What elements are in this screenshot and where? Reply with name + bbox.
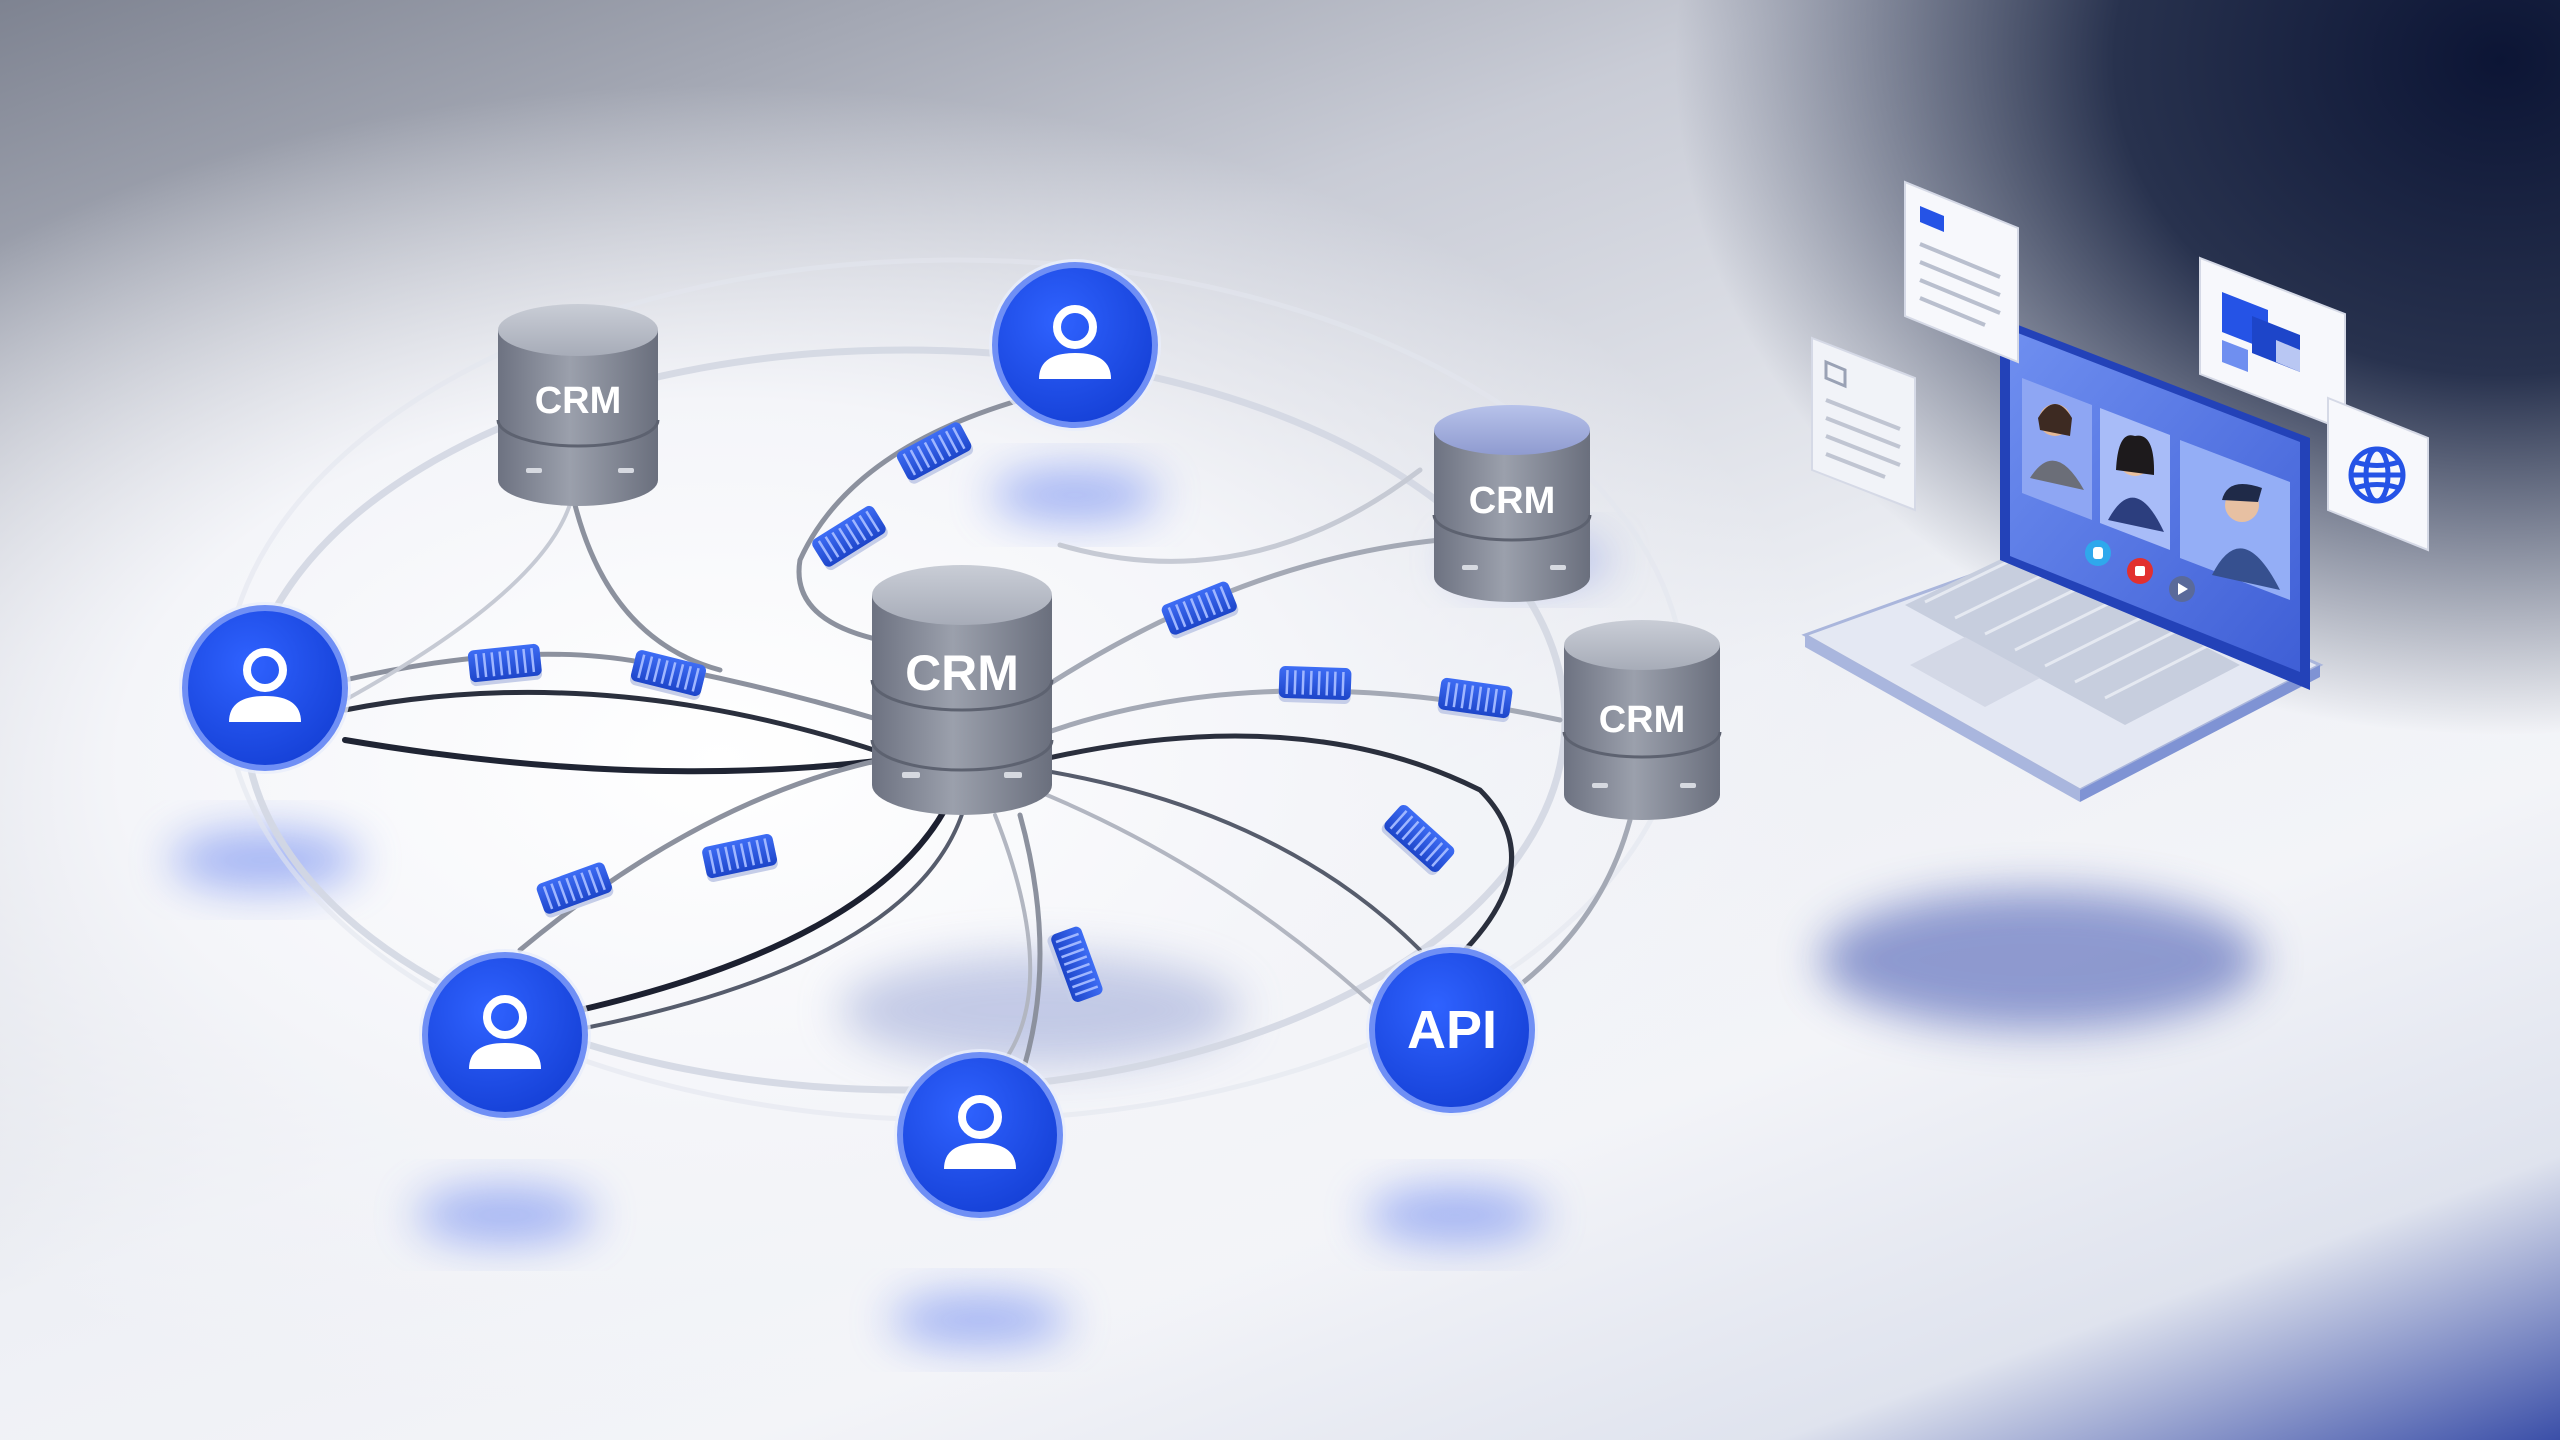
link-connector <box>1381 805 1455 875</box>
crm-label: CRM <box>1469 480 1556 522</box>
crm-label: CRM <box>905 645 1019 701</box>
participant-2 <box>2100 408 2170 550</box>
link-connector <box>1437 677 1513 723</box>
call-controls <box>2085 540 2195 602</box>
participant-3 <box>2180 440 2290 600</box>
crm-database-top-left[interactable]: CRM <box>496 304 660 506</box>
crm-label: CRM <box>535 380 622 422</box>
user-icon <box>469 995 541 1069</box>
link-connector <box>1047 926 1103 1004</box>
link-connectors <box>467 422 1513 1004</box>
user-icon <box>944 1095 1016 1169</box>
link-connector <box>1278 665 1352 705</box>
user-node-top[interactable] <box>989 259 1161 431</box>
link-connector <box>629 650 707 700</box>
crm-label: CRM <box>1599 699 1686 741</box>
participant-1 <box>2022 378 2092 520</box>
user-icon <box>229 648 301 722</box>
user-node-bottom[interactable] <box>894 1049 1066 1221</box>
user-node-left[interactable] <box>179 602 351 774</box>
crm-database-right-upper[interactable]: CRM <box>1432 405 1592 602</box>
link-connector <box>702 834 778 882</box>
crm-database-right-lower[interactable]: CRM <box>1562 620 1722 820</box>
user-icon <box>1039 305 1111 379</box>
document-card <box>1904 180 2019 364</box>
notes-card <box>1811 336 1916 512</box>
globe-icon <box>2348 446 2406 504</box>
api-label: API <box>1407 1000 1497 1060</box>
link-connector <box>536 862 614 918</box>
keyboard <box>1905 550 2240 725</box>
link-connector <box>1161 581 1239 639</box>
trackpad <box>1910 637 2040 707</box>
layout-card <box>2199 256 2346 432</box>
link-connector <box>467 643 543 687</box>
api-node[interactable]: API <box>1366 944 1538 1116</box>
connection-links <box>342 397 1633 1083</box>
crm-database-center[interactable]: CRM <box>870 565 1054 815</box>
link-connector <box>812 505 888 571</box>
user-node-bottom-left[interactable] <box>419 949 591 1121</box>
floor-shadows <box>170 469 2260 1346</box>
laptop-video-call[interactable] <box>1801 318 2324 802</box>
globe-card <box>2327 396 2429 552</box>
link-connector <box>896 422 974 484</box>
